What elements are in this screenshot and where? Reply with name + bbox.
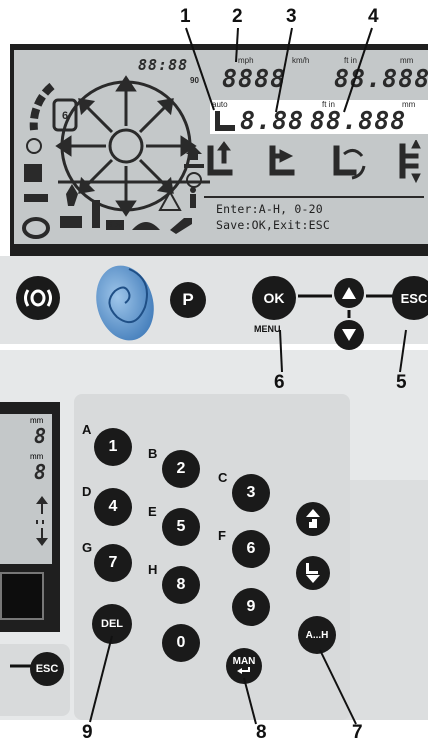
key-8[interactable]: 8 — [162, 566, 200, 604]
lcd-seg-top-right: 88.888 — [334, 64, 428, 93]
callout-9: 9 — [82, 722, 93, 744]
key-6[interactable]: 6 — [232, 530, 270, 568]
down-arrow-icon — [342, 329, 356, 341]
lcd-clock: 88:88 — [138, 56, 188, 74]
lcd-seg-mid-right: 88.888 — [310, 106, 406, 135]
lcd-label-90: 90 — [190, 76, 199, 85]
callout-8: 8 — [256, 722, 267, 744]
key-9[interactable]: 9 — [232, 588, 270, 626]
memory-icon — [214, 110, 236, 132]
key-letter-b: B — [148, 446, 157, 461]
lcd-divider — [204, 196, 424, 198]
secondary-display: mm 8 mm 8 — [0, 402, 60, 632]
raise-button[interactable] — [296, 502, 330, 536]
key-3[interactable]: 3 — [232, 474, 270, 512]
key-letter-a: A — [82, 422, 91, 437]
secondary-bar — [0, 572, 44, 620]
key-letter-f: F — [218, 528, 226, 543]
raise-icon — [305, 509, 321, 529]
sensor-button[interactable] — [16, 276, 60, 320]
callout-7: 7 — [352, 722, 363, 744]
man-button[interactable]: MAN — [226, 648, 262, 684]
callout-1: 1 — [180, 6, 191, 28]
lcd-display: 90 6 Slow 88:88 mph km/h ft in mm 8888 8… — [14, 50, 428, 244]
key-letter-h: H — [148, 562, 157, 577]
up-button[interactable] — [334, 278, 364, 308]
lcd-unit-kmh: km/h — [292, 56, 309, 65]
man-button-label: MAN — [233, 657, 256, 667]
lcd-text-line-2: Save:OK,Exit:ESC — [216, 218, 330, 232]
secondary-screen: mm 8 mm 8 — [0, 414, 52, 564]
function-symbols — [204, 140, 428, 184]
lcd-seg-mid-left: 8.88 — [240, 106, 304, 135]
esc-button-lower-label: ESC — [36, 663, 59, 675]
key-letter-d: D — [82, 484, 91, 499]
key-letter-e: E — [148, 504, 157, 519]
key-letter-g: G — [82, 540, 92, 555]
lcd-label-6: 6 — [62, 110, 68, 122]
ok-button[interactable]: OK — [252, 276, 296, 320]
sensor-icon — [23, 287, 53, 309]
lower-icon — [305, 563, 321, 583]
up-arrow-icon — [342, 287, 356, 299]
lcd-label-slow: Slow — [108, 222, 123, 229]
esc-button-lower[interactable]: ESC — [30, 652, 64, 686]
key-1[interactable]: 1 — [94, 428, 132, 466]
esc-button[interactable]: ESC — [392, 276, 428, 320]
key-2[interactable]: 2 — [162, 450, 200, 488]
lcd-text-line-1: Enter:A-H, 0-20 — [216, 202, 323, 216]
callout-4: 4 — [368, 6, 379, 28]
spread-pattern-icon — [14, 50, 214, 244]
key-4[interactable]: 4 — [94, 488, 132, 526]
down-button[interactable] — [334, 320, 364, 350]
callout-6: 6 — [274, 372, 285, 394]
callout-5: 5 — [396, 372, 407, 394]
enter-arrow-icon — [237, 667, 251, 675]
callout-3: 3 — [286, 6, 297, 28]
del-button-label: DEL — [101, 618, 123, 630]
callout-2: 2 — [232, 6, 243, 28]
secondary-seg-2: 8 — [34, 460, 46, 484]
lcd-label-auto: auto — [212, 100, 228, 109]
lcd-seg-top-speed: 8888 — [222, 64, 286, 93]
menu-label: MENU — [254, 324, 281, 334]
key-5[interactable]: 5 — [162, 508, 200, 546]
ok-button-label: OK — [264, 290, 285, 306]
spiral-dial[interactable] — [92, 262, 158, 344]
p-button-label: P — [182, 290, 193, 310]
del-button[interactable]: DEL — [92, 604, 132, 644]
esc-button-label: ESC — [401, 291, 428, 306]
p-button[interactable]: P — [170, 282, 206, 318]
lower-button[interactable] — [296, 556, 330, 590]
secondary-seg-1: 8 — [34, 424, 46, 448]
key-7[interactable]: 7 — [94, 544, 132, 582]
key-0[interactable]: 0 — [162, 624, 200, 662]
ah-button-label: A...H — [306, 630, 329, 641]
ah-button[interactable]: A...H — [298, 616, 336, 654]
secondary-arrows-icon — [34, 496, 50, 556]
key-letter-c: C — [218, 470, 227, 485]
